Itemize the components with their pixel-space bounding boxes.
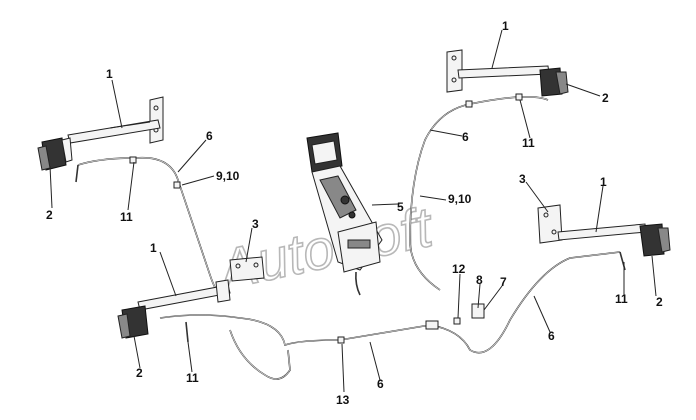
- callout-b-12: 12: [452, 262, 466, 276]
- control-unit-center: [306, 132, 383, 296]
- callout-ml-1: 1: [150, 241, 157, 255]
- callout-center-9-10: 9,10: [448, 192, 472, 206]
- callout-tl-1: 1: [106, 67, 113, 81]
- leader-lines: [49, 29, 657, 393]
- callout-b-6b: 6: [377, 377, 384, 391]
- callout-tr-2: 2: [602, 91, 609, 105]
- callout-mr-2: 2: [656, 295, 663, 309]
- callout-ml-3: 3: [252, 217, 259, 231]
- cable-top-right: [409, 93, 549, 291]
- callout-tr-1: 1: [502, 19, 509, 33]
- main-harness-bottom: [159, 251, 626, 380]
- callout-tr-11: 11: [522, 136, 535, 150]
- callout-mr-3: 3: [519, 172, 526, 186]
- callout-b-7: 7: [500, 275, 507, 289]
- lamp-assembly-middle-right: [537, 204, 671, 257]
- callout-mr-1: 1: [600, 175, 607, 189]
- cable-top-left: [75, 156, 221, 296]
- callout-tl-9-10: 9,10: [216, 169, 240, 183]
- lamp-assembly-top-right: [446, 49, 569, 97]
- callout-tl-11: 11: [120, 210, 133, 224]
- callout-tl-2: 2: [46, 208, 53, 222]
- callout-labels: 1 2 11 6 9,10 1 2 6 11 5 9,10 3 1 2 11 3…: [46, 19, 663, 407]
- bracket-middle-left: [229, 256, 265, 282]
- lamp-assembly-top-left: [37, 96, 164, 171]
- lamp-assembly-bottom-left: [117, 279, 231, 339]
- callout-tl-6: 6: [206, 129, 213, 143]
- callout-b-13: 13: [336, 393, 350, 407]
- callout-center-5: 5: [397, 200, 404, 214]
- callout-mr-11: 11: [615, 292, 628, 306]
- callout-bl-11: 11: [186, 371, 199, 385]
- callout-b-6: 6: [548, 329, 555, 343]
- callout-b-8: 8: [476, 273, 483, 287]
- callout-bl-2: 2: [136, 366, 143, 380]
- callout-tr-6: 6: [462, 130, 469, 144]
